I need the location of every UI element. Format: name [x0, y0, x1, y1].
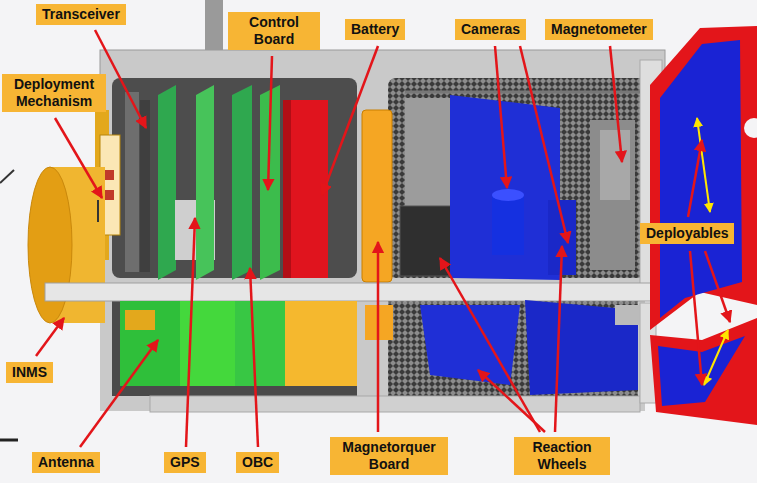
rod	[405, 91, 640, 94]
callout-label: Reaction Wheels	[514, 437, 610, 475]
lower-right-bay	[388, 301, 638, 396]
callout-label: Cameras	[455, 19, 526, 40]
battery	[283, 100, 328, 278]
deploy-arrow	[697, 118, 710, 212]
gold-board	[285, 301, 357, 386]
deployable-panel	[650, 318, 757, 425]
leader-line	[440, 258, 540, 432]
camera-lens	[492, 189, 524, 201]
callout-text: Control Board	[234, 14, 314, 48]
deployable-panel	[650, 26, 757, 330]
callout-text: Battery	[351, 21, 399, 38]
leader-line	[478, 370, 545, 432]
callout-label: Magnetometer	[545, 19, 653, 40]
leader-line	[610, 46, 622, 162]
panel-notch	[744, 118, 757, 138]
callout-label: Battery	[345, 19, 405, 40]
circuit-board	[120, 301, 180, 386]
leader-line	[55, 118, 102, 198]
callout-label: GPS	[164, 452, 206, 473]
circuit-board	[196, 85, 214, 280]
callout-text: Transceiver	[42, 6, 120, 23]
leader-line	[555, 246, 562, 432]
leader-line	[322, 46, 378, 195]
callout-text: Antenna	[38, 454, 94, 471]
edge-line	[0, 439, 18, 442]
callout-text: Deployment Mechanism	[8, 76, 100, 110]
camera	[492, 195, 524, 255]
callout-label: Deployment Mechanism	[2, 74, 106, 112]
shelf	[45, 283, 665, 301]
leader-line	[520, 46, 568, 243]
callout-text: Reaction Wheels	[520, 439, 604, 473]
callout-text: Cameras	[461, 21, 520, 38]
leader-line	[250, 268, 258, 447]
magnetometer	[590, 120, 635, 270]
leader-line	[268, 56, 272, 190]
bracket	[615, 305, 639, 325]
deployable-panel	[660, 40, 742, 318]
antenna-part	[125, 310, 155, 330]
callout-label: INMS	[6, 362, 53, 383]
callout-label: Magnetorquer Board	[330, 437, 448, 475]
circuit-board	[232, 85, 252, 280]
lower-chassis	[100, 301, 645, 411]
deploy-arrow	[704, 330, 728, 385]
leader-line	[80, 340, 158, 447]
edge-line	[0, 170, 14, 183]
leader-line	[36, 318, 64, 356]
leader-line	[705, 251, 730, 322]
transceiver-board	[125, 92, 139, 272]
mechanism-part	[104, 190, 114, 200]
callout-text: Magnetorquer Board	[336, 439, 442, 473]
leader-line	[495, 46, 507, 188]
leader-line	[690, 251, 702, 385]
circuit-board	[158, 85, 176, 280]
reaction-wheel	[525, 300, 638, 395]
callout-text: Deployables	[646, 225, 728, 242]
bottom-rail	[150, 396, 640, 412]
callout-text: INMS	[12, 364, 47, 381]
leader-line	[377, 242, 380, 432]
camera-plate	[450, 95, 560, 280]
callout-text: OBC	[242, 454, 273, 471]
callout-label: Transceiver	[36, 4, 126, 25]
callout-text: Magnetometer	[551, 21, 647, 38]
callout-label: OBC	[236, 452, 279, 473]
callout-text: GPS	[170, 454, 200, 471]
leader-line	[186, 218, 195, 447]
callout-label: Deployables	[640, 223, 734, 244]
inms-mark	[97, 200, 99, 222]
callout-label: Antenna	[32, 452, 100, 473]
upper-chassis	[100, 50, 665, 290]
magnetometer-face	[600, 130, 630, 200]
top-tab	[205, 0, 223, 52]
battery-shade	[283, 100, 291, 278]
lower-left-bay	[112, 301, 357, 396]
circuit-board	[235, 301, 285, 386]
callout-label: Control Board	[228, 12, 320, 50]
leader-line	[688, 140, 702, 217]
mechanism-part	[104, 170, 114, 180]
